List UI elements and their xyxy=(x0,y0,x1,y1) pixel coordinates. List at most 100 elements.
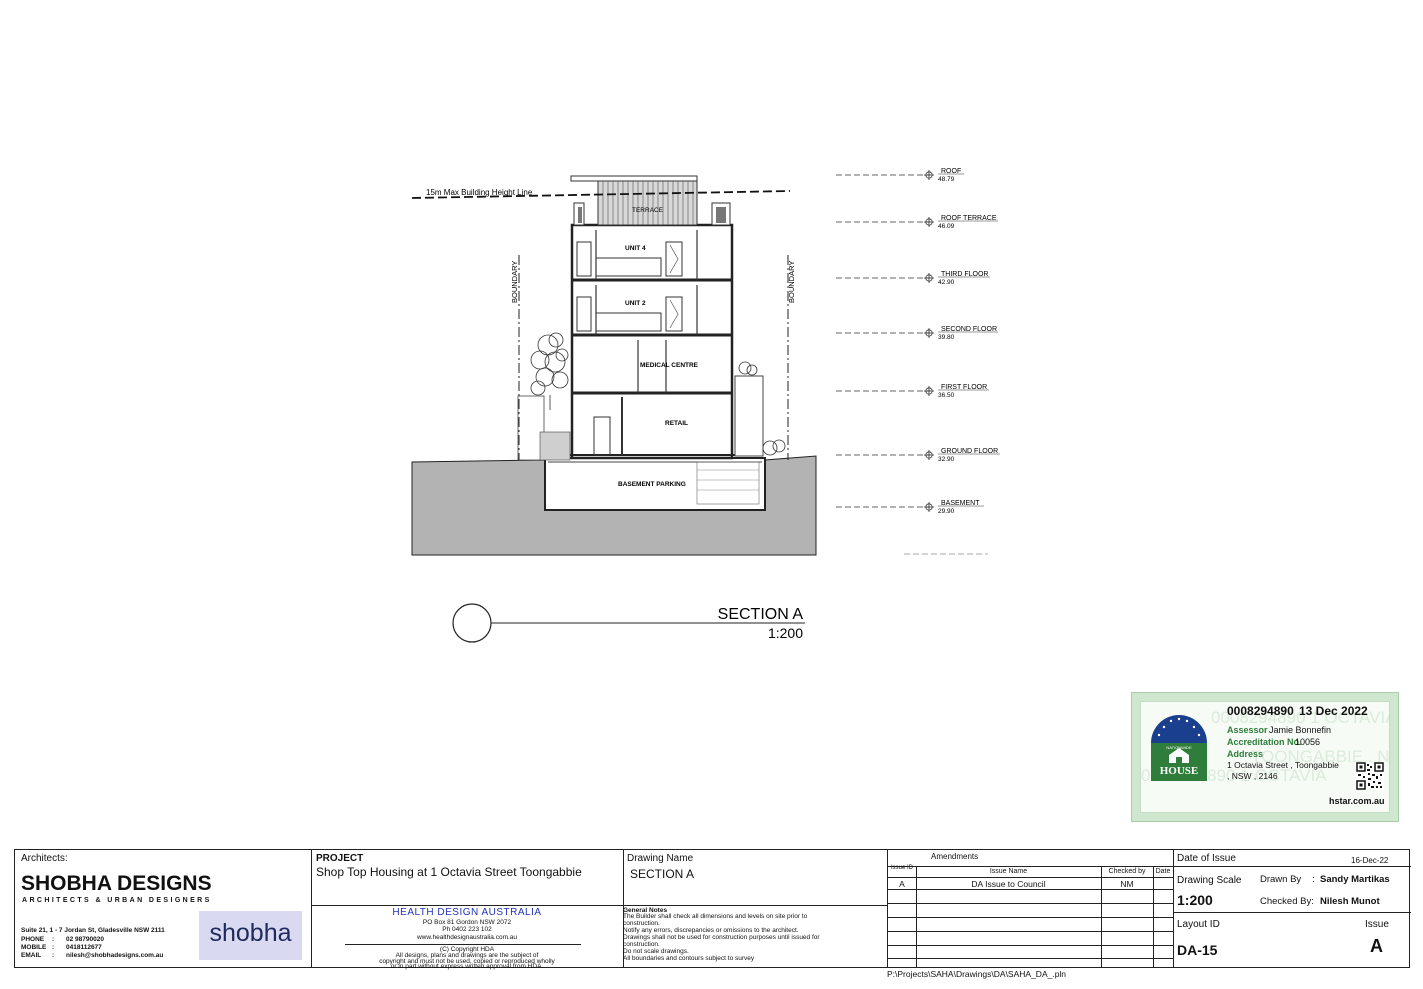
level-marker: ROOF 48.79 xyxy=(836,168,964,183)
max-height-label: 15m Max Building Height Line xyxy=(426,188,533,197)
note-line: All boundaries and contours subject to s… xyxy=(623,955,755,962)
hda-phone: Ph 0402 223 102 xyxy=(442,926,492,933)
room-label-unit2: UNIT 2 xyxy=(625,300,646,307)
firm-tagline: ARCHITECTS & URBAN DESIGNERS xyxy=(22,897,212,904)
amend-header-date: Date xyxy=(1155,868,1171,875)
basement-box xyxy=(544,457,766,511)
level-marker: GROUND FLOOR 32.90 xyxy=(836,448,1000,463)
building-frame xyxy=(570,223,734,460)
checked-by: Nilesh Munot xyxy=(1320,896,1380,907)
level-name: BASEMENT xyxy=(941,500,980,507)
architects-label: Architects: xyxy=(21,853,68,864)
level-marker: THIRD FLOOR 42.90 xyxy=(836,271,990,286)
terrace-screen xyxy=(597,180,698,226)
firm-name: SHOBHA DESIGNS xyxy=(21,872,212,895)
note-line: construction. xyxy=(623,941,660,948)
note-line: construction. xyxy=(623,920,660,927)
level-rl: 36.50 xyxy=(938,392,955,399)
phone-value: 02 98790020 xyxy=(66,936,104,943)
hda-web: www.healthdesignaustralia.com.au xyxy=(416,934,518,941)
file-path: P:\Projects\SAHA\Drawings\DA\SAHA_DA_.pl… xyxy=(887,969,1067,979)
level-rl: 29.90 xyxy=(938,508,955,515)
level-name: SECOND FLOOR xyxy=(941,326,997,333)
title-block: Architects: SHOBHA DESIGNS ARCHITECTS & … xyxy=(14,849,1411,970)
hda-copyright: (C) Copyright HDA xyxy=(439,946,495,953)
level-rl: 39.80 xyxy=(938,334,955,341)
level-marker: BASEMENT 29.90 xyxy=(836,500,984,515)
section-drawing: BOUNDARY BOUNDARY 15m Max Building Heigh… xyxy=(411,168,1000,643)
project-label: PROJECT xyxy=(316,853,364,864)
nationwide-house-logo: NATIONWIDE HOUSE xyxy=(1147,707,1211,781)
level-marker: ROOF TERRACE 46.09 xyxy=(836,215,998,230)
address-line-2: , NSW , 2146 xyxy=(1227,771,1278,781)
mobile-value: 0418112677 xyxy=(66,944,102,951)
level-name: THIRD FLOOR xyxy=(941,271,988,278)
level-rl: 32.90 xyxy=(938,456,955,463)
certificate-number: 0008294890 xyxy=(1227,704,1294,718)
assessor-label: Assessor xyxy=(1227,725,1268,735)
level-rl: 42.90 xyxy=(938,279,955,286)
drawn-by: Sandy Martikas xyxy=(1320,874,1390,885)
drawn-by-label: Drawn By xyxy=(1260,874,1302,885)
note-line: Do not scale drawings. xyxy=(623,948,689,955)
drawing-scale-label: Drawing Scale xyxy=(1177,875,1242,886)
roof-canopy xyxy=(570,175,698,182)
note-line: Drawings shall not be used for construct… xyxy=(623,934,820,941)
qr-code-icon xyxy=(1356,762,1384,790)
hda-copyright-line: or in part without express written appro… xyxy=(390,963,544,970)
mobile-label: MOBILE xyxy=(21,944,47,951)
amendments-label: Amendments xyxy=(931,852,979,861)
note-line: The Builder shall check all dimensions a… xyxy=(623,913,808,920)
amend-row-checked-by: NM xyxy=(1120,879,1134,889)
project-name: Shop Top Housing at 1 Octavia Street Too… xyxy=(316,865,582,879)
accreditation-number: 10056 xyxy=(1295,737,1321,747)
level-name: ROOF xyxy=(941,168,961,175)
issue-value: A xyxy=(1370,936,1383,956)
hda-name: HEALTH DESIGN AUSTRALIA xyxy=(392,907,542,918)
layout-id: DA-15 xyxy=(1177,942,1218,958)
checked-by-label: Checked By: xyxy=(1260,896,1314,907)
accreditation-label: Accreditation No. xyxy=(1227,737,1302,747)
section-scale: 1:200 xyxy=(768,625,803,641)
firm-address: Suite 21, 1 - 7 Jordan St, Gladesville N… xyxy=(21,927,165,934)
notes-title: General Notes xyxy=(623,907,668,914)
address-line-1: 1 Octavia Street , Toongabbie xyxy=(1227,760,1339,770)
room-label-medical: MEDICAL CENTRE xyxy=(640,362,699,369)
date-of-issue: 16-Dec-22 xyxy=(1351,856,1389,865)
email-label: EMAIL xyxy=(21,952,42,959)
phone-label: PHONE xyxy=(21,936,45,943)
note-line: Notify any errors, discrepancies or omis… xyxy=(623,927,799,934)
hda-copyright-line: copyright and must not be used, copied o… xyxy=(379,958,555,965)
certificate-website: hstar.com.au xyxy=(1329,796,1385,806)
room-label-unit4: UNIT 4 xyxy=(625,245,646,252)
amend-row-issue-name: DA Issue to Council xyxy=(971,879,1046,889)
room-label-basement: BASEMENT PARKING xyxy=(618,481,686,488)
issue-label: Issue xyxy=(1365,919,1389,930)
shobha-logo: shobha xyxy=(199,911,302,960)
section-title: SECTION A xyxy=(718,606,804,623)
email-value: nilesh@shobhadesigns.com.au xyxy=(66,952,164,959)
level-rl: 48.79 xyxy=(938,176,955,183)
amend-row-issue-id: A xyxy=(899,879,905,889)
tree-left xyxy=(530,332,569,410)
room-label-terrace: TERRACE xyxy=(632,207,664,214)
level-rl: 46.09 xyxy=(938,223,955,230)
logo-text: HOUSE xyxy=(1159,765,1199,777)
drawing-name: SECTION A xyxy=(630,867,695,881)
date-of-issue-label: Date of Issue xyxy=(1177,853,1236,864)
level-name: ROOF TERRACE xyxy=(941,215,997,222)
logo-subtext: NATIONWIDE xyxy=(1166,745,1192,750)
amend-header-checked-by: Checked by xyxy=(1108,868,1146,875)
drawing-scale: 1:200 xyxy=(1177,892,1213,908)
nathers-certificate: 0008294890 1 OCTAVIA ST TOONGABBIE , NSW… xyxy=(1131,692,1399,822)
hda-copyright-line: All designs, plans and drawings are the … xyxy=(395,952,539,959)
hda-address: PO Box 81 Gordon NSW 2072 xyxy=(422,919,512,926)
certificate-date: 13 Dec 2022 xyxy=(1299,704,1368,718)
drawing-name-label: Drawing Name xyxy=(627,853,694,864)
level-marker: FIRST FLOOR 36.50 xyxy=(836,384,989,399)
level-name: GROUND FLOOR xyxy=(941,448,998,455)
assessor-name: Jamie Bonnefin xyxy=(1269,725,1332,735)
max-height-line xyxy=(411,190,791,199)
boundary-label-left: BOUNDARY xyxy=(510,261,519,303)
tree-right xyxy=(738,361,786,456)
